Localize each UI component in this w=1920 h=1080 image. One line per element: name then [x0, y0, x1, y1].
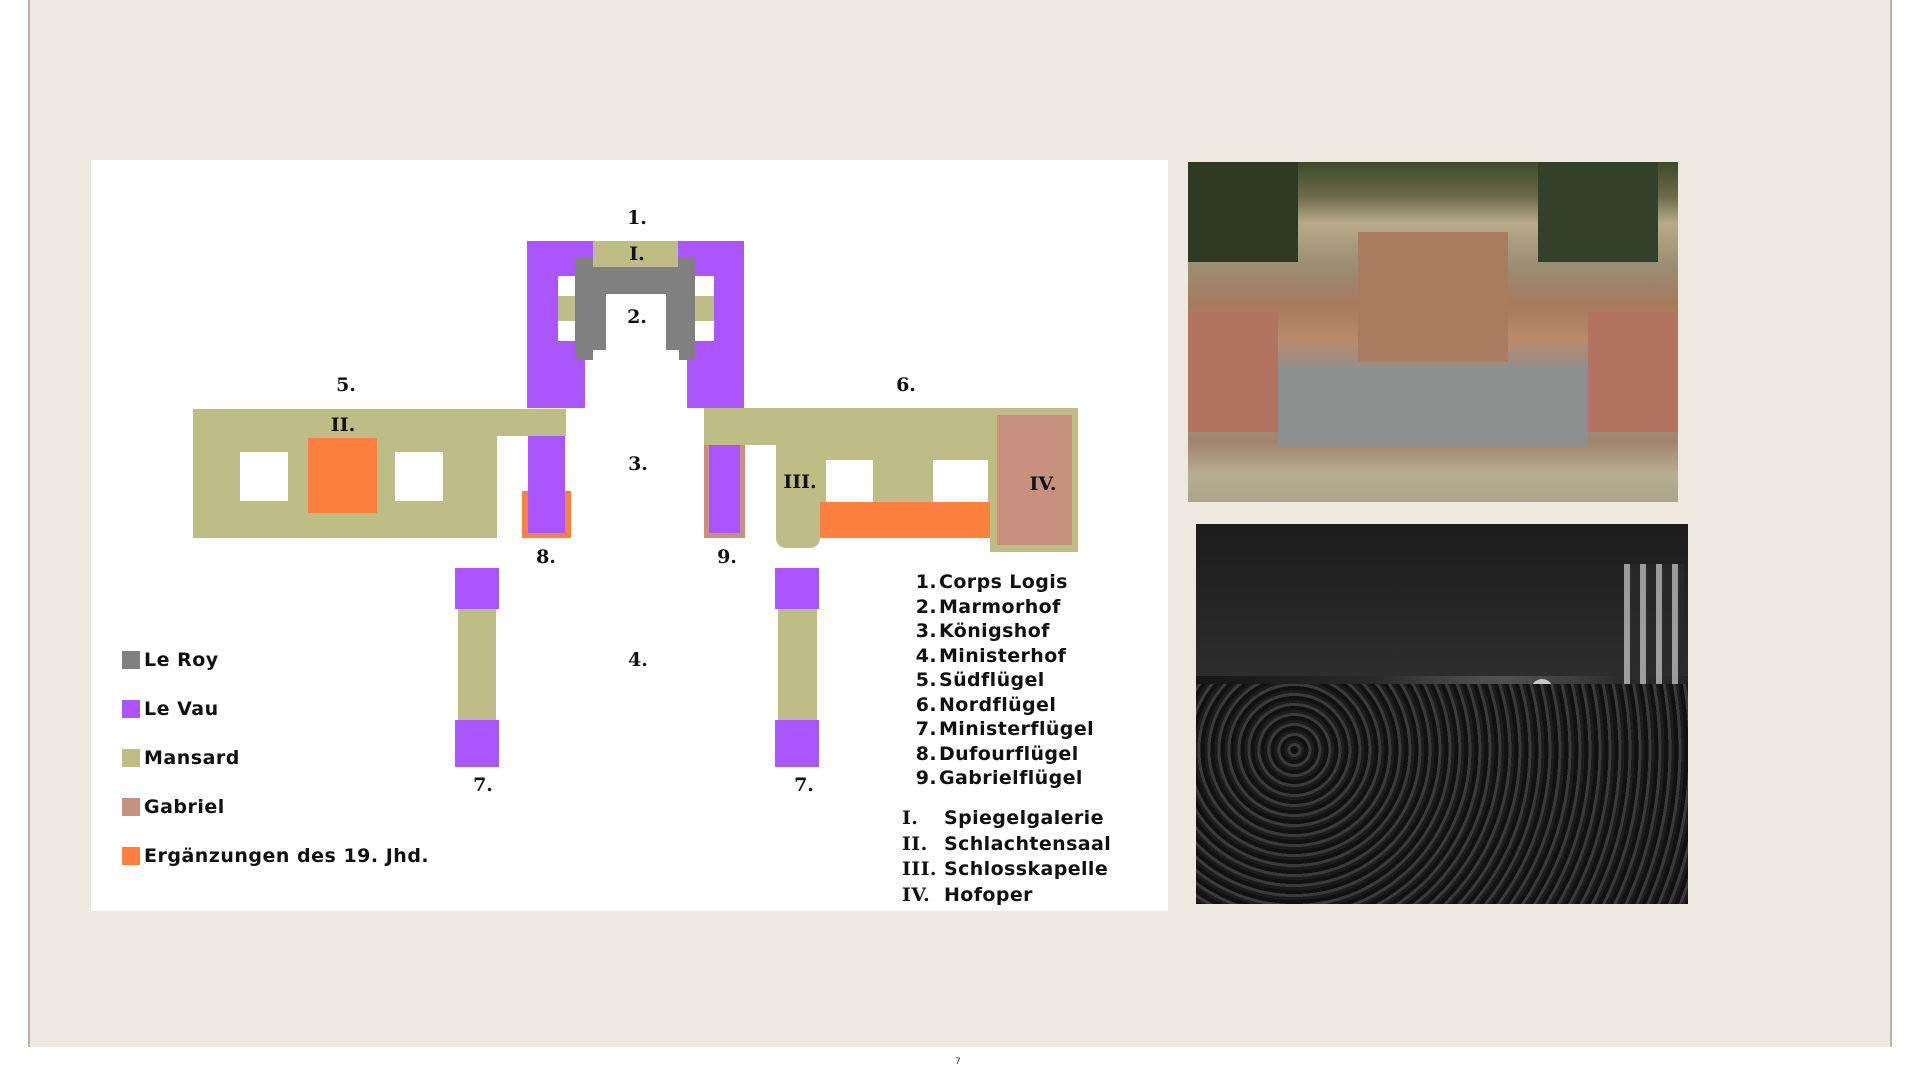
- roman-key: I.Spiegelgalerie II.Schlachtensaal III.S…: [902, 806, 1111, 908]
- spiegelgalerie-block: [593, 241, 678, 267]
- north-wing-addition: [820, 502, 990, 538]
- key-item: 9.Gabrielflügel: [915, 767, 1083, 789]
- schlosskapelle-block: [776, 445, 820, 548]
- label-5: 5.: [336, 374, 356, 396]
- label-1: 1.: [627, 207, 647, 229]
- schlachtensaal-block: [308, 438, 377, 513]
- key-item: 4.Ministerhof: [915, 644, 1067, 667]
- roman-key-item: I.Spiegelgalerie: [902, 807, 1104, 829]
- painting-wing-right: [1588, 312, 1678, 432]
- page-number: 7: [955, 1057, 961, 1067]
- photo-crowd: [1196, 683, 1688, 904]
- legend-item-mansard: Mansard: [122, 747, 240, 769]
- label-6: 6.: [896, 374, 916, 396]
- label-II: II.: [330, 414, 356, 436]
- le-roy-core-left-step: [585, 350, 593, 360]
- roman-key-item: IV.Hofoper: [902, 883, 1033, 906]
- legend-label: Gabriel: [144, 796, 225, 818]
- roman-key-item: III.Schlosskapelle: [902, 858, 1109, 880]
- swatch-le-roy-icon: [122, 651, 140, 669]
- dufour-wing-le-vau: [528, 436, 565, 533]
- le-roy-core-right-leg: [666, 258, 687, 350]
- painting-trees-left: [1188, 162, 1298, 262]
- key-item: 8.Dufourflügel: [915, 742, 1079, 765]
- label-7-right: 7.: [794, 774, 814, 796]
- minister-wing-right-bottom: [775, 720, 819, 767]
- legend-item-gabriel: Gabriel: [122, 796, 225, 818]
- swatch-le-vau-icon: [122, 700, 140, 718]
- legend-label: Le Roy: [144, 649, 219, 671]
- le-roy-core-right-outer: [687, 258, 695, 360]
- hofoper-block: [997, 415, 1072, 545]
- minister-wing-right-top: [775, 568, 819, 609]
- label-III: III.: [783, 471, 817, 493]
- south-wing-window-left: [240, 452, 288, 501]
- minister-wing-right-mid: [778, 609, 817, 720]
- key-item: 3.Königshof: [915, 620, 1050, 642]
- painting-trees-right: [1538, 162, 1658, 262]
- swatch-mansard-icon: [122, 749, 140, 767]
- label-8: 8.: [536, 546, 556, 568]
- minister-wing-left-top: [455, 568, 499, 609]
- label-3: 3.: [628, 453, 648, 475]
- minister-wing-left-mid: [458, 609, 496, 720]
- painting-courtyard: [1278, 367, 1588, 447]
- key-item: 2.Marmorhof: [915, 595, 1061, 618]
- legend-label: Le Vau: [144, 698, 219, 720]
- gabriel-wing-le-vau: [709, 445, 740, 533]
- label-9: 9.: [717, 546, 737, 568]
- north-wing-window-right: [933, 460, 988, 502]
- versailles-painting-image: [1188, 162, 1678, 502]
- hall-of-mirrors-photo: [1196, 524, 1688, 904]
- legend-label: Mansard: [144, 747, 240, 769]
- north-wing-window-left: [826, 460, 873, 502]
- numbered-key: 1.Corps Logis 2.Marmorhof 3.Königshof 4.…: [904, 570, 1094, 791]
- label-I: I.: [629, 243, 645, 265]
- key-item: 5.Südflügel: [915, 669, 1045, 691]
- swatch-gabriel-icon: [122, 798, 140, 816]
- corps-logis-window-left-overlay: [558, 276, 575, 341]
- painting-palace-center: [1358, 232, 1508, 362]
- roman-key-item: II.Schlachtensaal: [902, 832, 1112, 855]
- minister-wing-left-bottom: [455, 720, 499, 767]
- label-7-left: 7.: [473, 774, 493, 796]
- key-item: 7.Ministerflügel: [915, 718, 1095, 740]
- legend-label: Ergänzungen des 19. Jhd.: [144, 845, 430, 867]
- le-roy-core-right-step: [679, 350, 687, 360]
- key-item: 1.Corps Logis: [915, 571, 1068, 593]
- photo-ceiling: [1196, 524, 1688, 676]
- swatch-erganzungen-icon: [122, 847, 140, 865]
- legend-item-erganzungen: Ergänzungen des 19. Jhd.: [122, 845, 429, 867]
- label-IV: IV.: [1029, 473, 1057, 495]
- le-roy-core-left-leg: [585, 258, 606, 350]
- label-2: 2.: [627, 306, 647, 328]
- south-wing-window-right: [395, 452, 443, 501]
- painting-wing-left: [1188, 312, 1278, 432]
- legend-item-le-roy: Le Roy: [122, 649, 219, 671]
- legend-item-le-vau: Le Vau: [122, 698, 219, 720]
- le-roy-core-left-outer: [575, 258, 585, 360]
- label-4: 4.: [628, 649, 648, 671]
- key-item: 6.Nordflügel: [915, 693, 1057, 716]
